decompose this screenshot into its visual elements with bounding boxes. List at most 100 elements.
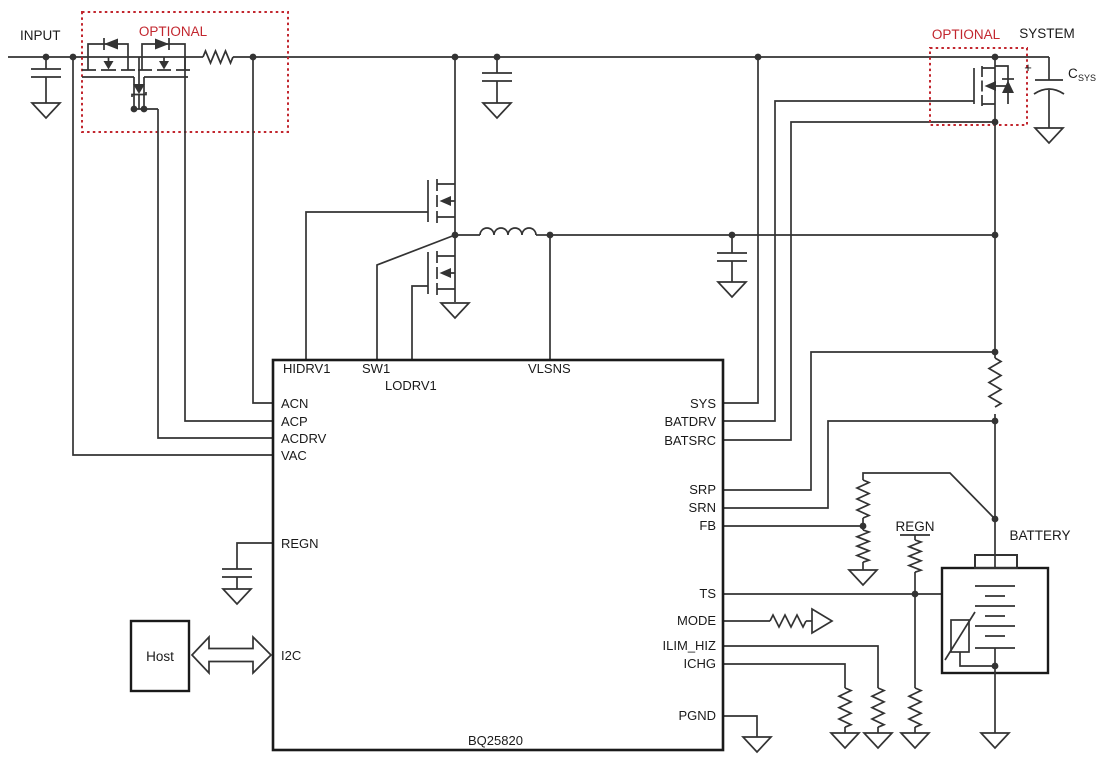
ts-lower-resistor (900, 594, 930, 749)
pin-label-sys: SYS (690, 396, 716, 411)
diode-icon (1002, 80, 1014, 93)
fet-arrow (159, 61, 169, 70)
ground-icon (222, 588, 252, 605)
capacitor-icon (222, 568, 252, 589)
acfet-optional-group (81, 11, 289, 133)
labels: INPUT OPTIONAL OPTIONAL SYSTEM + C SYS B… (20, 24, 1096, 748)
wire (959, 652, 995, 667)
battery-tab (974, 554, 1018, 569)
ground-icon (31, 102, 61, 119)
junction (42, 53, 50, 61)
pin-label-ilim-hiz: ILIM_HIZ (663, 638, 717, 653)
buck-stage (305, 57, 995, 360)
junction (859, 522, 867, 530)
pin-label-ichg: ICHG (684, 656, 717, 671)
csys-sub-label: SYS (1078, 73, 1096, 83)
resistor-fb-bottom (854, 529, 872, 564)
junction (140, 105, 148, 113)
resistor-rac (202, 48, 234, 66)
lowside-mosfet-icon (411, 235, 470, 360)
resistor-ichg (837, 687, 854, 728)
junction (493, 53, 501, 61)
wire (723, 715, 758, 737)
junction (991, 515, 999, 523)
output-capacitor (717, 235, 747, 298)
wire (862, 472, 996, 520)
regn-capacitor (222, 542, 273, 605)
pin-label-sw1: SW1 (362, 361, 390, 376)
wire-acp (184, 57, 273, 422)
battery-label: BATTERY (1009, 528, 1070, 543)
optional-left-label: OPTIONAL (139, 24, 208, 39)
pin-label-srp: SRP (689, 482, 716, 497)
thermistor-diagonal (944, 611, 976, 661)
ic-part-number: BQ25820 (468, 733, 523, 748)
junction (991, 348, 999, 356)
thermistor-icon (944, 611, 995, 667)
capacitor-icon (482, 57, 512, 103)
feedback-divider (848, 472, 996, 586)
mode-network (723, 607, 834, 635)
batfet-mosfet-icon (973, 57, 1014, 122)
pin-label-batdrv: BATDRV (664, 414, 716, 429)
ground-icon (1034, 127, 1064, 144)
zener-diode-icon (131, 57, 147, 109)
wire-ts (723, 593, 961, 620)
junction (130, 105, 138, 113)
diode-icon (155, 38, 169, 50)
ts-regn-pullup (900, 534, 930, 594)
resistor-regn-pullup (906, 539, 924, 574)
wire-batdrv (723, 100, 974, 422)
fet-links (437, 255, 455, 290)
batfet-optional-group (929, 47, 1028, 126)
pin-label-srn: SRN (689, 500, 716, 515)
fet-arrow (103, 61, 114, 70)
junction (911, 590, 919, 598)
optional-dashed-box-right (929, 47, 1028, 126)
pin-label-pgnd: PGND (678, 708, 716, 723)
fet-stub (87, 57, 129, 70)
charger-ic (271, 358, 725, 752)
capacitor-icon (31, 57, 61, 103)
config-pins-network (723, 607, 893, 753)
fet-arrow (439, 268, 451, 278)
ground-icon (848, 569, 878, 586)
junction (451, 53, 459, 61)
junction (451, 231, 459, 239)
junction (546, 231, 554, 239)
ichg-network (723, 663, 860, 749)
bidirectional-arrow-icon (190, 634, 273, 676)
battery-pack (940, 554, 1050, 749)
wire-sys (723, 57, 759, 404)
junction-dots (42, 53, 999, 670)
input-capacitor (31, 57, 61, 119)
ground-icon (900, 732, 930, 749)
ilim-network (723, 645, 893, 749)
gate-drop (133, 77, 145, 109)
input-system-rail (8, 48, 1049, 66)
pin-label-acdrv: ACDRV (281, 431, 327, 446)
system-capacitor (1033, 57, 1065, 144)
wire-sw1 (376, 234, 456, 360)
csys-plus-label: + (1024, 60, 1032, 75)
wire-batsrc (723, 121, 995, 441)
junction (991, 417, 999, 425)
body-diode-loop (87, 43, 129, 57)
pin-label-lodrv1: LODRV1 (385, 378, 437, 393)
ground-icon (980, 732, 1010, 749)
rail-capacitor (482, 57, 512, 119)
pin-label-fb: FB (699, 518, 716, 533)
host-interface (129, 619, 273, 693)
wire-acdrv (157, 109, 273, 439)
wire-srp (723, 351, 995, 491)
inductor-icon (455, 227, 550, 236)
csys-label: C (1068, 66, 1078, 81)
pin-label-acp: ACP (281, 414, 308, 429)
input-sense-wires (72, 57, 273, 456)
pin-label-ts: TS (699, 586, 716, 601)
pin-label-vlsns: VLSNS (528, 361, 571, 376)
ground-icon (863, 732, 893, 749)
junction (991, 231, 999, 239)
wire-vac (72, 57, 273, 456)
